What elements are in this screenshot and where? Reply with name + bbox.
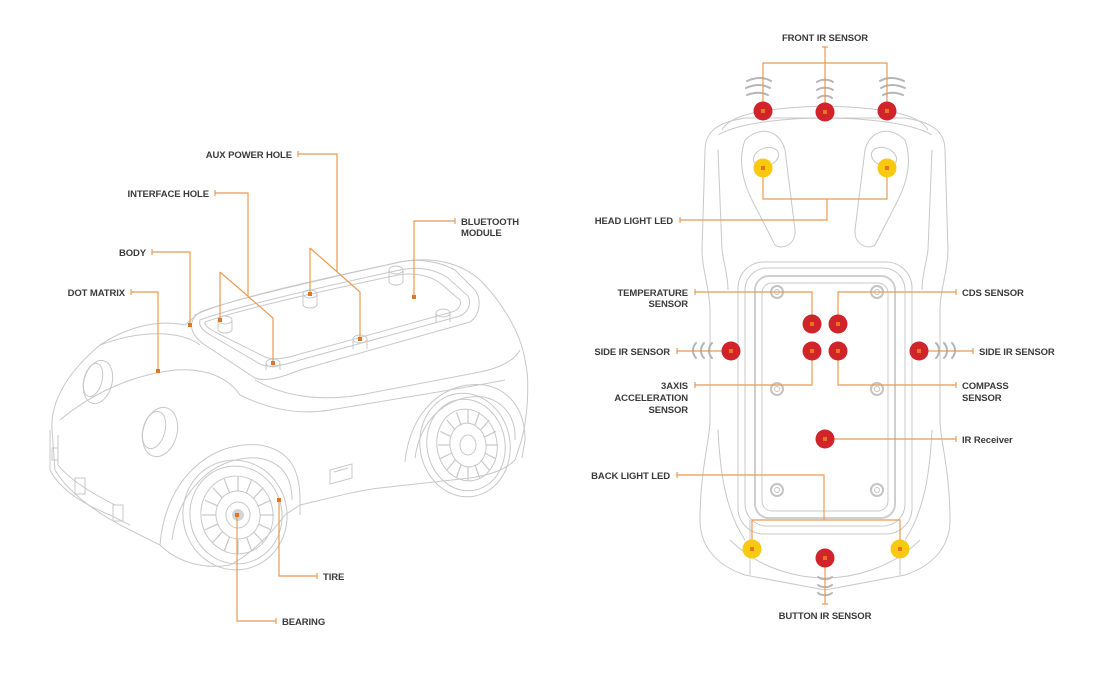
leader-body bbox=[151, 249, 192, 327]
label-side-ir-left: SIDE IR SENSOR bbox=[594, 347, 670, 358]
back-light-led-right-marker bbox=[898, 547, 902, 551]
wheel-spoke bbox=[446, 419, 456, 431]
front-ir-sensor-right-marker bbox=[885, 109, 889, 113]
leader-back-light bbox=[676, 472, 901, 549]
compass-sensor-marker bbox=[836, 349, 840, 353]
leader-interface-hole bbox=[214, 190, 275, 365]
leader-tire bbox=[277, 498, 318, 579]
screw-boss bbox=[770, 382, 784, 396]
screw-hole bbox=[774, 487, 780, 493]
wheel-spoke bbox=[474, 412, 481, 426]
label-cds: CDS SENSOR bbox=[962, 288, 1024, 299]
side-ir-sensor-left-marker bbox=[729, 349, 733, 353]
leader-ir-receiver bbox=[825, 436, 957, 442]
label-back-light: BACK LIGHT LED bbox=[591, 471, 670, 482]
label-compass-line1: COMPASS bbox=[962, 381, 1009, 392]
leader-cds bbox=[837, 289, 957, 324]
label-temperature-line1: TEMPERATURE bbox=[617, 288, 688, 299]
label-bluetooth-line1: BLUETOOTH bbox=[461, 217, 519, 228]
car-perspective-view: AUX POWER HOLE INTERFACE HOLE BODY DOT M… bbox=[49, 150, 529, 628]
wheel-spoke bbox=[204, 523, 218, 531]
rear-wheel bbox=[419, 392, 511, 498]
label-accel-line3: SENSOR bbox=[648, 405, 688, 416]
sensor-components bbox=[721, 101, 929, 568]
screw-bosses bbox=[770, 285, 884, 497]
wheel-spoke bbox=[484, 430, 496, 438]
wheel-spoke bbox=[480, 419, 490, 431]
screw-hole bbox=[874, 487, 880, 493]
interface-hole-pins bbox=[217, 265, 451, 370]
side-ir-sensor-right-marker bbox=[917, 349, 921, 353]
label-button-ir: BUTTON IR SENSOR bbox=[779, 611, 872, 622]
leader-compass bbox=[837, 351, 957, 388]
label-interface-hole: INTERFACE HOLE bbox=[128, 189, 209, 200]
head-light-led-left-marker bbox=[761, 166, 765, 170]
label-accel-line2: ACCELERATION bbox=[614, 393, 688, 404]
temperature-sensor-marker bbox=[810, 322, 814, 326]
screw-hole bbox=[874, 386, 880, 392]
wheel-spoke bbox=[253, 487, 264, 499]
car-top-view: FRONT IR SENSOR HEAD LIGHT LED TEMPERATU… bbox=[591, 33, 1055, 622]
wheel-spoke bbox=[212, 487, 223, 499]
wheel-spoke bbox=[455, 412, 462, 426]
head-light-led-right-marker bbox=[885, 166, 889, 170]
label-accel-line1: 3AXIS bbox=[661, 381, 688, 392]
wheel-spoke bbox=[446, 459, 456, 471]
leader-front-ir bbox=[762, 46, 888, 112]
front-ir-sensor-left-marker bbox=[761, 109, 765, 113]
label-head-light: HEAD LIGHT LED bbox=[595, 216, 674, 227]
label-body: BODY bbox=[119, 248, 147, 259]
label-temperature-line2: SENSOR bbox=[648, 299, 688, 310]
wheel-spoke bbox=[440, 452, 452, 460]
label-side-ir-right: SIDE IR SENSOR bbox=[979, 347, 1055, 358]
car-body-outline bbox=[49, 259, 529, 567]
label-bluetooth-line2: MODULE bbox=[461, 228, 502, 239]
top-view-outline bbox=[699, 105, 951, 591]
wheel-spoke bbox=[474, 464, 481, 478]
leader-dot-matrix bbox=[130, 289, 160, 373]
leader-temperature bbox=[694, 289, 813, 324]
screw-boss bbox=[870, 483, 884, 497]
screw-boss bbox=[770, 483, 784, 497]
label-bearing: BEARING bbox=[282, 617, 325, 628]
wheel-spoke bbox=[440, 430, 452, 438]
screw-hole bbox=[774, 386, 780, 392]
ir-receiver-marker bbox=[823, 437, 827, 441]
wheel-spoke bbox=[204, 499, 218, 507]
wheel-spoke bbox=[212, 531, 223, 543]
leader-bearing bbox=[235, 513, 277, 624]
wheel-spoke bbox=[258, 499, 272, 507]
leader-accel bbox=[694, 351, 813, 388]
wheel-spoke bbox=[455, 464, 462, 478]
front-ir-sensor-center-marker bbox=[823, 110, 827, 114]
wheel-spoke bbox=[484, 452, 496, 460]
leader-aux-power-hole bbox=[297, 151, 362, 341]
label-aux-power-hole: AUX POWER HOLE bbox=[206, 150, 292, 161]
label-compass-line2: SENSOR bbox=[962, 393, 1002, 404]
wheel-spoke bbox=[223, 478, 231, 494]
wheel-spoke bbox=[480, 459, 490, 471]
button-ir-sensor-marker bbox=[823, 556, 827, 560]
screw-boss bbox=[870, 382, 884, 396]
leader-head-light bbox=[679, 168, 888, 223]
label-ir-receiver: IR Receiver bbox=[962, 435, 1013, 446]
label-front-ir: FRONT IR SENSOR bbox=[782, 33, 868, 44]
back-light-led-left-marker bbox=[750, 547, 754, 551]
cds-sensor-marker bbox=[836, 322, 840, 326]
wheel-spoke bbox=[253, 531, 264, 543]
label-tire: TIRE bbox=[323, 572, 344, 583]
wheel-spoke bbox=[258, 523, 272, 531]
leader-bluetooth bbox=[412, 218, 456, 299]
wheel-spoke bbox=[245, 478, 253, 494]
wheel-spoke bbox=[223, 536, 231, 552]
wheel-spoke bbox=[245, 536, 253, 552]
label-dot-matrix: DOT MATRIX bbox=[68, 288, 126, 299]
acceleration-sensor-marker bbox=[810, 349, 814, 353]
